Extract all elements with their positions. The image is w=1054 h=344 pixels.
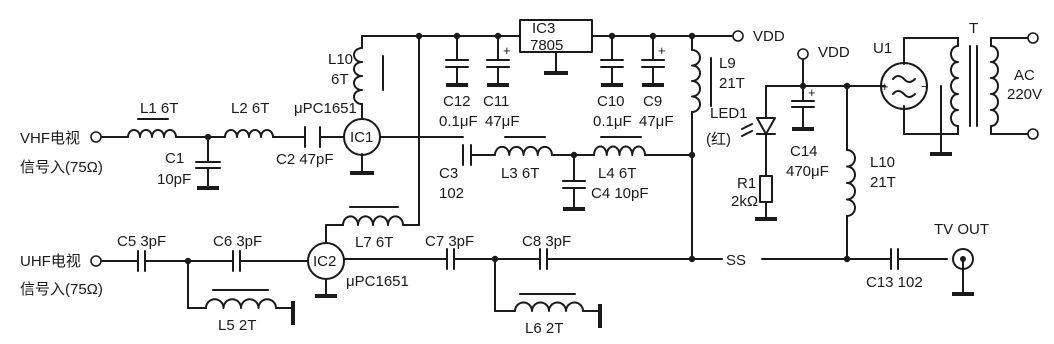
inductor-l2 — [224, 129, 274, 138]
junction-dots — [184, 32, 851, 265]
c11-polarity: + — [503, 43, 511, 58]
c9-value-label: 47μF — [639, 113, 674, 130]
c4-label: C4 10pF — [591, 185, 649, 202]
led1-emission-arrow-1 — [741, 123, 753, 130]
l10-top-turns-label: 6T — [331, 71, 349, 88]
inductor-l1 — [127, 129, 177, 138]
l10-right-turns-label: 21T — [870, 174, 896, 191]
inductor-coils — [127, 45, 999, 312]
ic3-name-label: IC3 — [532, 20, 555, 37]
c5-label: C5 3pF — [117, 233, 166, 250]
vdd-mid-label: VDD — [818, 44, 850, 61]
inductor-l10-top — [353, 47, 363, 105]
c8-label: C8 3pF — [522, 233, 571, 250]
c3-name-label: C3 — [439, 165, 458, 182]
transformer-label: T — [969, 20, 978, 37]
ic1-label: IC1 — [350, 129, 373, 146]
vhf-input-label-line1: VHF电视 — [20, 130, 80, 147]
wires — [100, 35, 1030, 312]
u1-ac-wave-top — [892, 75, 916, 83]
tv-out-label: TV OUT — [934, 221, 989, 238]
c13-label: C13 102 — [866, 274, 923, 291]
inductor-l3 — [494, 145, 553, 156]
ac-label-line2: 220V — [1007, 86, 1042, 103]
l4-label: L4 6T — [598, 165, 636, 182]
inductor-l4 — [593, 145, 646, 156]
inductor-l9 — [691, 49, 701, 113]
c14-polarity: + — [808, 85, 816, 100]
vdd-top-label: VDD — [753, 28, 785, 45]
l2-label: L2 6T — [231, 100, 269, 117]
ic2-symbol — [307, 242, 345, 280]
inductor-l10-right — [846, 149, 856, 217]
c2-label: C2 47pF — [276, 151, 334, 168]
l6-label: L6 2T — [525, 320, 563, 337]
tv-out-connector — [952, 248, 974, 270]
c10-value-label: 0.1μF — [593, 113, 632, 130]
c14-name-label: C14 — [790, 143, 818, 160]
u1-rectifier-symbol — [880, 62, 928, 110]
vdd-mid-terminal — [797, 48, 809, 60]
ground-symbols — [197, 71, 974, 328]
vhf-input-label-line2: 信号入(75Ω) — [20, 159, 103, 176]
c11-value-label: 47μF — [485, 113, 520, 130]
c9-name-label: C9 — [643, 93, 662, 110]
u1-label: U1 — [873, 40, 892, 57]
vhf-input-terminal — [90, 131, 102, 143]
c11-name-label: C11 — [483, 93, 509, 110]
inductor-l7 — [342, 215, 404, 226]
ac-terminal-bottom — [1027, 128, 1039, 140]
upc1651-bottom-label: μPC1651 — [346, 273, 409, 290]
inductor-l6 — [514, 301, 584, 312]
r1-resistor-body — [759, 175, 773, 203]
transformer-secondary-coil — [950, 45, 959, 127]
u1-ac-wave-bottom — [892, 90, 916, 98]
c10-name-label: C10 — [597, 93, 625, 110]
ss-label: SS — [726, 252, 746, 269]
u1-minus: − — [921, 79, 929, 94]
c1-name-label: C1 — [165, 150, 184, 167]
l3-label: L3 6T — [501, 165, 539, 182]
u1-plus: + — [881, 79, 889, 94]
upc1651-top-label: μPC1651 — [294, 100, 357, 117]
ic2-label: IC2 — [313, 253, 336, 270]
c7-label: C7 3pF — [425, 233, 474, 250]
c12-value-label: 0.1μF — [439, 113, 478, 130]
led1-emission-arrow-2 — [741, 130, 753, 137]
l1-label: L1 6T — [140, 100, 178, 117]
led1-symbol — [756, 117, 776, 135]
l7-label: L7 6T — [355, 234, 393, 251]
ac-terminal-top — [1027, 32, 1039, 44]
l9-turns-label: 21T — [719, 75, 745, 92]
terminals — [90, 30, 1039, 267]
capacitor-plates: + + + — [137, 43, 899, 272]
led1-name-label: LED1 — [710, 105, 748, 122]
inductor-l5 — [205, 298, 277, 309]
transformer-primary-coil — [990, 45, 999, 127]
ic3-part-label: 7805 — [530, 37, 563, 54]
led1-color-label: (红) — [706, 131, 731, 148]
active-components: + − — [307, 19, 974, 280]
r1-value-label: 2kΩ — [731, 193, 758, 210]
c3-value-label: 102 — [439, 185, 464, 202]
vdd-top-terminal — [732, 30, 744, 42]
ic1-symbol — [343, 118, 381, 156]
labels: VHF电视 信号入(75Ω) UHF电视 信号入(75Ω) L1 6T L2 6… — [20, 20, 1042, 337]
l10-right-name-label: L10 — [870, 154, 895, 171]
l10-top-name-label: L10 — [328, 51, 353, 68]
c14-value-label: 470μF — [786, 163, 829, 180]
c9-polarity: + — [658, 43, 666, 58]
c12-name-label: C12 — [443, 93, 471, 110]
uhf-input-label-line2: 信号入(75Ω) — [20, 281, 103, 298]
uhf-input-terminal — [90, 255, 102, 267]
c1-value-label: 10pF — [157, 171, 191, 188]
ic3-regulator-box — [519, 19, 593, 53]
r1-name-label: R1 — [737, 175, 756, 192]
ac-label-line1: AC — [1014, 67, 1035, 84]
uhf-input-label-line1: UHF电视 — [20, 253, 81, 270]
l9-name-label: L9 — [719, 55, 736, 72]
l5-label: L5 2T — [218, 317, 256, 334]
c6-label: C6 3pF — [213, 233, 262, 250]
